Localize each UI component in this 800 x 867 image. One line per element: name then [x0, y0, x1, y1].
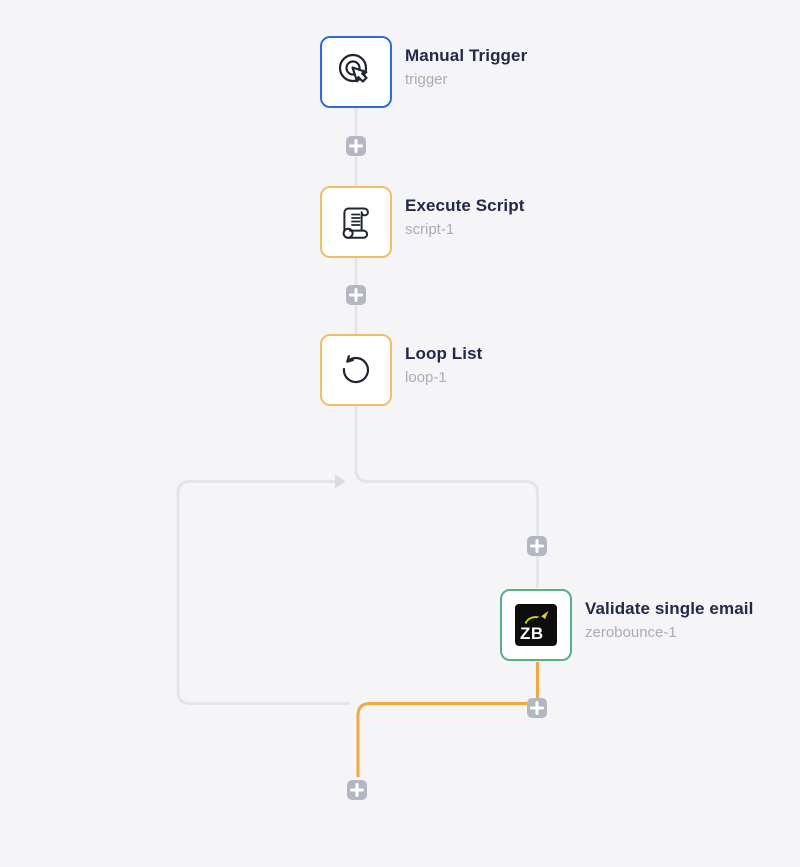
zerobounce-logo-accent [524, 608, 551, 624]
node-title: Execute Script [405, 196, 525, 215]
node-manual-trigger: Manual Trigger trigger [320, 36, 527, 108]
node-title: Loop List [405, 344, 483, 363]
node-subtitle: script-1 [405, 221, 455, 238]
plus-icon [350, 783, 364, 797]
node-manual-trigger-labels: Manual Trigger trigger [405, 36, 527, 90]
scroll-icon [342, 207, 369, 239]
node-manual-trigger-box[interactable] [320, 36, 392, 108]
plus-icon [530, 701, 544, 715]
node-validate-single-email-labels: Validate single email zerobounce-1 [585, 589, 753, 643]
node-execute-script-box[interactable] [320, 186, 392, 258]
add-node-button-after-trigger[interactable] [346, 136, 366, 156]
add-node-button-after-zerobounce[interactable] [527, 698, 547, 718]
node-loop-list: Loop List loop-1 [320, 334, 482, 406]
node-subtitle: loop-1 [405, 369, 447, 386]
node-validate-single-email-box[interactable]: ZB [500, 589, 572, 661]
active-connector-after-zerobounce [356, 662, 539, 777]
node-subtitle: trigger [405, 71, 448, 88]
add-node-button-after-loop[interactable] [347, 780, 367, 800]
loopback-arrow-icon [335, 474, 346, 489]
node-title: Validate single email [585, 599, 754, 618]
node-execute-script: Execute Script script-1 [320, 186, 525, 258]
cursor-click-icon [338, 53, 368, 83]
add-node-button-before-zerobounce[interactable] [527, 536, 547, 556]
zerobounce-logo: ZB [515, 604, 557, 646]
loop-icon [342, 355, 370, 384]
node-validate-single-email: ZB Validate single email zerobounce-1 [500, 589, 753, 661]
plus-icon [530, 539, 544, 553]
connector-loop-body [354, 406, 539, 588]
node-execute-script-labels: Execute Script script-1 [405, 186, 525, 240]
plus-icon [349, 139, 363, 153]
node-title: Manual Trigger [405, 46, 528, 65]
zerobounce-logo-text: ZB [520, 624, 544, 643]
node-subtitle: zerobounce-1 [585, 624, 677, 641]
node-loop-list-labels: Loop List loop-1 [405, 334, 482, 388]
add-node-button-after-script[interactable] [346, 285, 366, 305]
loopback-connector [176, 480, 350, 705]
plus-icon [349, 288, 363, 302]
node-loop-list-box[interactable] [320, 334, 392, 406]
